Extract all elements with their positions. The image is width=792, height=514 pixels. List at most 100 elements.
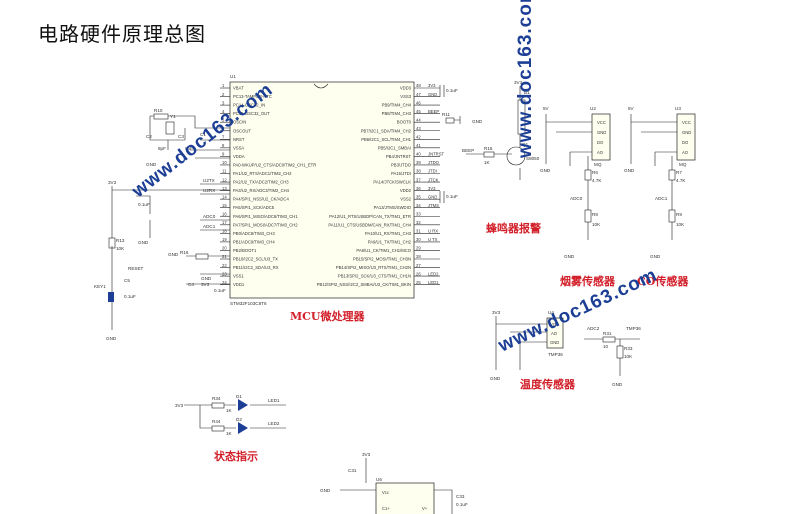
c5-label: C5 [124,278,130,283]
status-caption: 状态指示 [214,449,258,463]
mcu-left-pin-number: 5 [222,117,225,122]
mcu-right-pin-name: PB3/JTDO [391,162,412,167]
c10-label: 0.1uF [138,202,150,207]
mcu-right-net-label: GND [428,92,437,97]
temp-vcc: 3V3 [492,310,501,315]
temp-pin-ao: AO [551,331,558,336]
mcu-left-pin-number: 7 [222,135,225,140]
oscillator-circuit: R10 Y1 C2 C3 8pF 8pF GND C1 [146,108,230,167]
c12-label: 0.1uF [446,194,458,199]
mcu-right-pin-number: 37 [416,177,421,182]
r8-resistor [584,209,592,223]
mcu-right-net-label: U RX [428,229,438,234]
r15-label: R15 [484,146,493,151]
r9-resistor [668,209,676,223]
mcu-left-pin-number: 15 [222,203,227,208]
mcu-left-pin-name: PA1/U2_RTS/ADC1/TIM2_CH2 [233,171,292,176]
u2rx-net: U2RX [203,188,215,193]
mcu-right-pin-number: 25 [416,280,421,285]
mcu-right-pin-name: VDD2 [400,188,412,193]
mcu-right-net-label: JNTRST [428,152,444,157]
temp-adc: ADC2 [587,326,600,331]
mcu-left-pin-name: PB2/BOOT1 [233,248,257,253]
gnd-decouple: GND [138,240,149,245]
mcu-left-pin-number: 21 [222,254,227,259]
co-mq: MQ [679,162,687,167]
buzzer-ref: B1 [524,90,530,95]
mcu-right-pin-number: 26 [416,271,421,276]
mcu-left-pins: VBAT1PC13-TAMPER-RTC2PC14-OSC32_IN3PC15-… [220,83,316,287]
mcu-block: U1 STM32F103C8T6 VBAT1PC13-TAMPER-RTC2PC… [220,74,444,323]
c1-label: C1 [200,132,206,137]
r6-resistor [584,169,592,181]
smoke-gnd-b: GND [564,254,575,259]
c4-label: C4 [188,282,194,287]
r31-value: 10 [603,344,609,349]
co-adc: ADC1 [655,196,668,201]
nrst-wires [190,139,230,159]
temp-u4: U4 [548,310,554,315]
co-sensor-circuit: 5V U3 VCC GND DO AO MQ R7 4.7K R9 10K AD… [624,106,696,288]
mcu-left-pin-name: PA3/U2_RX/ADC3/TIM2_CH4 [233,188,290,193]
co-gnd-a: GND [624,168,635,173]
power-circuit: 3V3 C31 U6 Vcc C1+ V+ C33 0.1uF GND [320,452,468,514]
mcu-left-pin-name: VBAT [233,86,244,91]
mcu-right-pin-name: VSS2 [400,197,411,202]
smoke-pin-ao: AO [597,150,604,155]
mcu-left-pin-number: 19 [222,237,227,242]
mcu-left-pin-name: VDDA [233,154,245,159]
mcu-right-net-label: JTDI [428,169,437,174]
led-d1 [238,399,248,411]
c31-label: C31 [348,468,357,473]
d1-label: D1 [236,394,242,399]
decoupling-plates [439,85,445,203]
crystal-y1 [165,121,175,135]
mcu-right-pin-number: 45 [416,109,421,114]
osc-wires [149,115,230,150]
mcu-chip [229,81,415,299]
r33-label: R33 [624,346,633,351]
mcu-right-pin-name: PB12/SPI2_NSS/I2C2_SMBAI/U3_CK/TIM1_BKIN [317,282,411,287]
mcu-right-pin-number: 41 [416,143,421,148]
mcu-right-pin-number: 29 [416,246,421,251]
mcu-left-pin-name: PA6/SPI1_MISO/ADC6/TIM3_CH1 [233,214,298,219]
mcu-right-pin-number: 31 [416,229,421,234]
r44-value: 1K [226,431,233,436]
r11-resistor [445,117,455,124]
mcu-right-pin-number: 43 [416,126,421,131]
c33-label: C33 [456,494,465,499]
mcu-right-pin-number: 27 [416,263,421,268]
mcu-right-pin-name: PA11/U1_CTS/USBDM/CAN_RX/TIM1_CH4 [328,222,411,227]
mcu-right-pin-number: 40 [416,152,421,157]
mcu-right-pin-name: BOOT0 [397,120,412,125]
co-pin-ao: AO [682,150,689,155]
mcu-left-pin-name: PB0/ADC8/TIM3_CH3 [233,231,275,236]
power-gnd: GND [320,488,331,493]
mcu-right-pin-name: VSS3 [400,94,411,99]
power-vcc: 3V3 [362,452,371,457]
vcc-c4: 3V3 [201,282,210,287]
mcu-right-pin-number: 38 [416,169,421,174]
mcu-right-pin-name: PA12/U1_RTS/USBDP/CAN_TX/TIM1_ETR [329,214,411,219]
mcu-caption: MCU微处理器 [290,309,366,323]
r8-label: R8 [592,212,598,217]
buzzer-wires [466,86,521,180]
status-led-circuit: 3V3 R34 1K R44 1K D1 D2 LED1 LED2 状态指示 [175,394,286,463]
mcu-right-pin-name: PA13/JTMS/SWDIO [374,205,412,210]
mcu-left-pin-number: 11 [222,169,227,174]
left-net-wires [200,183,230,231]
mcu-right-pin-name: PB4/JNTRST [386,154,412,159]
buzzer-vcc: 3V3 [514,80,523,85]
mcu-right-pin-number: 35 [416,194,421,199]
r6-value: 4.7K [592,178,602,183]
mcu-right-pin-number: 46 [416,100,421,105]
temp-part: TMP36 [548,352,563,357]
co-wires [630,114,677,240]
smoke-module [591,113,611,161]
mcu-right-net-label: 3V3 [428,83,436,88]
gnd-boot: GND [168,252,179,257]
smoke-pin-do: DO [597,140,604,145]
mcu-left-pin-name: VDD1 [233,282,245,287]
mcu-right-pin-number: 36 [416,186,421,191]
co-vcc: 5V [628,106,635,111]
